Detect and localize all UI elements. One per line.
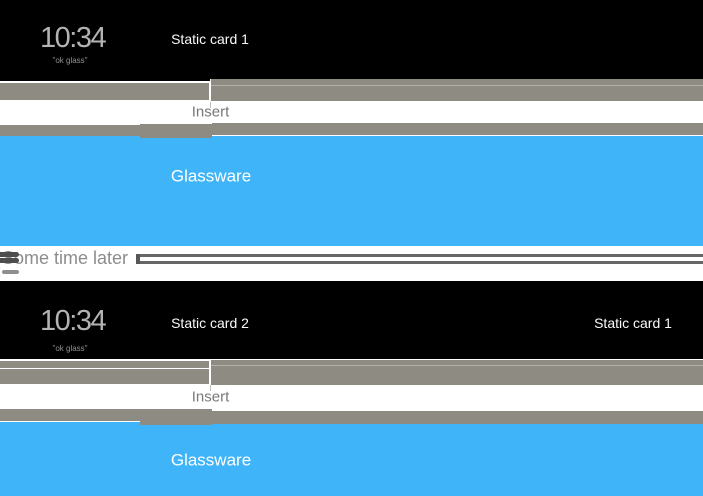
transition-stub-middle xyxy=(0,258,19,263)
insert-label-1: Insert xyxy=(191,103,230,121)
static-card-1-label-row2: Static card 1 xyxy=(594,314,672,331)
card-stack-top-left-1 xyxy=(0,83,209,100)
home-card-voice-prompt-2: "ok glass" xyxy=(52,344,88,353)
static-card-2-label: Static card 2 xyxy=(171,314,249,331)
glassware-box-2 xyxy=(0,421,703,496)
transition-label: Some time later xyxy=(2,248,129,268)
card-edge-line xyxy=(0,367,209,370)
card-stack-top-right-1 xyxy=(210,79,703,102)
transition-line-connector xyxy=(136,253,140,264)
card-stack-bottom-right-1 xyxy=(211,123,703,135)
timeline-bar-1-home-edge xyxy=(0,78,210,81)
glassware-box-1 xyxy=(0,136,703,247)
home-card-clock-1: 10:34 xyxy=(40,21,107,54)
transition-line-bottom xyxy=(136,260,703,264)
card-stack-bottom-left-2 xyxy=(0,409,210,421)
glassware-label-1: Glassware xyxy=(170,166,252,186)
card-stack-bottom-left-1 xyxy=(0,124,210,136)
card-seam-2 xyxy=(209,384,211,391)
card-seam-1 xyxy=(209,101,211,108)
static-card-1-label-row1: Static card 1 xyxy=(171,31,249,47)
card-stack-top-left-2 xyxy=(0,361,209,384)
card-stack-bottom-right-2 xyxy=(211,411,703,424)
card-edge-line xyxy=(210,364,703,366)
glassware-label-2: Glassware xyxy=(170,450,252,469)
home-card-voice-prompt-1: "ok glass" xyxy=(52,56,88,65)
transition-stub-lower xyxy=(1,270,19,275)
card-stack-top-right-2 xyxy=(210,360,703,385)
card-edge-line xyxy=(210,84,703,86)
home-card-clock-2: 10:34 xyxy=(40,305,107,337)
transition-line-top xyxy=(136,253,703,257)
insert-label-2: Insert xyxy=(191,388,230,405)
timeline-bar-2 xyxy=(0,281,703,359)
timeline-bar-1 xyxy=(0,0,703,79)
transition-stub-top xyxy=(0,252,19,257)
